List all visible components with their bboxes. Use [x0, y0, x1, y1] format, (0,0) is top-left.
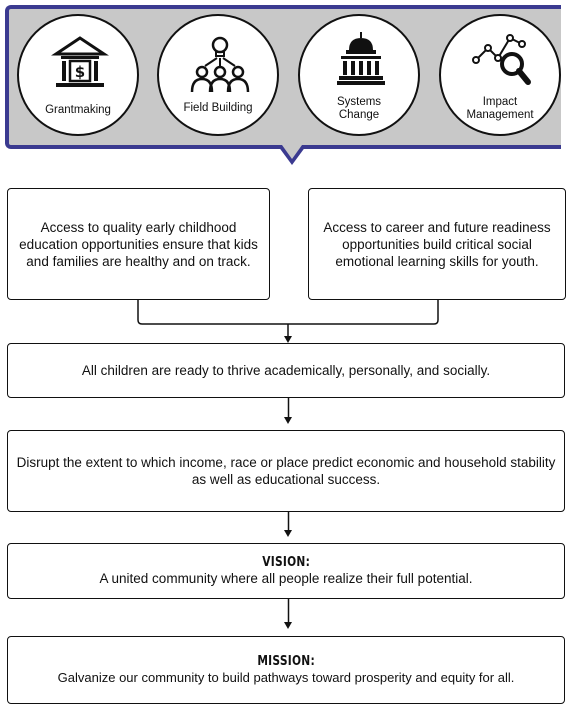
approach-label: Grantmaking	[45, 104, 111, 116]
bank-dollar-icon: $	[51, 36, 109, 87]
approach-impact-management: Impact Management	[439, 14, 561, 136]
arrow-to-mission	[284, 622, 292, 629]
disrupt-text: Disrupt the extent to which income, race…	[16, 455, 556, 487]
mission-heading: MISSION:	[257, 654, 315, 669]
chart-magnifier-icon	[472, 34, 531, 85]
vision-heading: VISION:	[262, 555, 310, 570]
arrow-to-vision	[284, 530, 292, 537]
outcome-career-readiness-box: Access to career and future readiness op…	[308, 188, 566, 300]
goal-text: All children are ready to thrive academi…	[81, 363, 491, 378]
vision-text: A united community where all people real…	[99, 571, 473, 586]
bracket-connector	[137, 300, 439, 336]
goal-box: All children are ready to thrive academi…	[7, 343, 565, 398]
approach-label: Impact Management	[466, 96, 534, 121]
outcome-career-readiness-text: Access to career and future readiness op…	[323, 219, 551, 269]
approach-grantmaking: $ Grantmaking	[17, 14, 139, 136]
connector-line	[287, 599, 290, 623]
svg-text:$: $	[75, 63, 85, 81]
approach-label: Systems Change	[336, 96, 382, 121]
arrow-to-goal	[284, 336, 292, 343]
connector-line	[287, 512, 290, 532]
banner-pointer-fill	[282, 145, 302, 159]
outcome-early-childhood-text: Access to quality early childhood educat…	[19, 219, 258, 269]
connector-line	[287, 398, 290, 418]
mission-text: Galvanize our community to build pathway…	[57, 670, 515, 685]
disrupt-box: Disrupt the extent to which income, race…	[7, 430, 565, 512]
mission-box: MISSION: Galvanize our community to buil…	[7, 636, 565, 704]
approach-field-building: Field Building	[157, 14, 279, 136]
lightbulb-people-icon	[190, 36, 250, 93]
outcome-early-childhood-box: Access to quality early childhood educat…	[7, 188, 270, 300]
approach-systems-change: Systems Change	[298, 14, 420, 136]
approach-label: Field Building	[183, 102, 253, 114]
capitol-building-icon	[337, 32, 385, 85]
vision-box: VISION: A united community where all peo…	[7, 543, 565, 599]
arrow-to-disrupt	[284, 417, 292, 424]
